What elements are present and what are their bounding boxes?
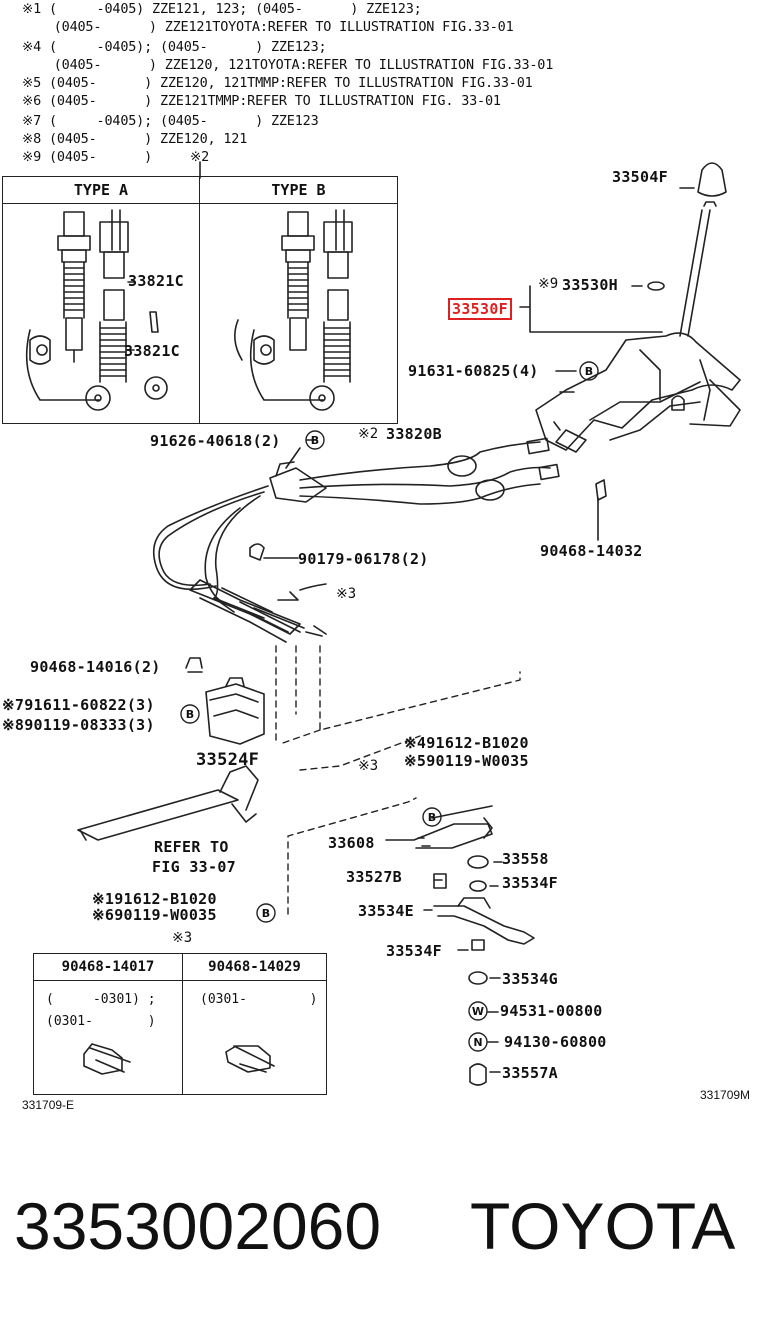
part-91626-label: 91626-40618(2) — [150, 432, 281, 450]
part-33821c-label-2: 33821C — [124, 342, 180, 360]
note-mark-2: ※2 — [190, 149, 210, 165]
refer-fig-label: FIG 33-07 — [152, 858, 236, 876]
note-mark-2-b: ※2 — [358, 426, 379, 442]
type-comparison-box: TYPE A TYPE B — [2, 176, 398, 424]
part-91612-b1020-label-a: ※191612-B1020 — [92, 890, 217, 908]
part-91611-label: ※791611-60822(3) — [2, 696, 155, 714]
figure-id-left: 331709-E — [22, 1098, 75, 1112]
clip-col2-header: 90468-14029 — [183, 954, 326, 981]
part-90468-14032-label: 90468-14032 — [540, 542, 643, 560]
part-94130-label: 94130-60800 — [504, 1033, 607, 1051]
note-7: ※7 ( -0405); (0405- ) ZZE123 — [22, 113, 319, 129]
circle-mark-w: W — [472, 1005, 484, 1018]
circle-mark-b-1: B — [585, 365, 593, 378]
type-a-cable-end — [25, 209, 168, 411]
part-33534e-label: 33534E — [358, 902, 414, 920]
note-6: ※6 (0405- ) ZZE121TMMP:REFER TO ILLUSTRA… — [22, 93, 501, 109]
note-5: ※5 (0405- ) ZZE120, 121TMMP:REFER TO ILL… — [22, 75, 533, 91]
note-1-cont: (0405- ) ZZE121TOYOTA:REFER TO ILLUSTRAT… — [22, 19, 514, 35]
clip-variant-table: 90468-14017 90468-14029 ( -0301) ; (0301… — [33, 953, 327, 1095]
shift-cables — [152, 437, 560, 643]
shift-lever-assembly — [535, 162, 741, 501]
circle-mark-b-5: B — [262, 907, 270, 920]
note-mark-3-b: ※3 — [358, 758, 379, 774]
circle-mark-b-3: B — [186, 708, 194, 721]
type-b-cable-end — [234, 209, 353, 411]
part-33608-label: 33608 — [328, 834, 375, 852]
part-33558-label: 33558 — [502, 850, 549, 868]
part-33530h-label: 33530H — [562, 276, 618, 294]
figure-id-right: 331709M — [700, 1088, 751, 1102]
part-33557a-label: 33557A — [502, 1064, 558, 1082]
refer-to-label: REFER TO — [154, 838, 229, 856]
note-4-cont: (0405- ) ZZE120, 121TOYOTA:REFER TO ILLU… — [22, 57, 554, 73]
part-33527b-label: 33527B — [346, 868, 402, 886]
footer-maker: TOYOTA — [470, 1189, 736, 1263]
part-33820b-label: 33820B — [386, 425, 442, 443]
type-a-header: TYPE A — [3, 177, 199, 204]
circle-mark-n: N — [473, 1036, 482, 1049]
clip-col1-header: 90468-14017 — [34, 954, 182, 981]
part-33504f-label: 33504F — [612, 168, 668, 186]
part-33530f-label-highlighted: 33530F — [448, 298, 512, 320]
note-9: ※9 (0405- ) — [22, 149, 153, 165]
type-box-divider — [199, 177, 200, 423]
circle-mark-b-2: B — [311, 434, 319, 447]
note-mark-3-a: ※3 — [336, 586, 357, 602]
part-90119-w0035-label-b: ※590119-W0035 — [404, 752, 529, 770]
note-4: ※4 ( -0405); (0405- ) ZZE123; — [22, 39, 327, 55]
clip-col1-line1: ( -0301) ; — [46, 992, 156, 1007]
clip-col2-line1: (0301- ) — [200, 992, 318, 1007]
part-33534f-label-b: 33534F — [386, 942, 442, 960]
part-33534f-label-a: 33534F — [502, 874, 558, 892]
part-90179-label: 90179-06178(2) — [298, 550, 429, 568]
footer-caption: 3353002060 TOYOTA — [0, 1188, 760, 1278]
part-94531-label: 94531-00800 — [500, 1002, 603, 1020]
part-33821c-label-1: 33821C — [128, 272, 184, 290]
part-91612-b1020-label-b: ※491612-B1020 — [404, 734, 529, 752]
type-b-header: TYPE B — [200, 177, 397, 204]
footer-part-number: 3353002060 — [14, 1189, 382, 1263]
clip-table-divider — [182, 954, 183, 1094]
part-33534g-label: 33534G — [502, 970, 558, 988]
note-mark-3-c: ※3 — [172, 930, 193, 946]
clip-col1-line2: (0301- ) — [46, 1014, 156, 1029]
part-91631-label: 91631-60825(4) — [408, 362, 539, 380]
part-90468-14016-label: 90468-14016(2) — [30, 658, 161, 676]
circle-mark-b-4: B — [428, 811, 436, 824]
note-1: ※1 ( -0405) ZZE121, 123; (0405- ) ZZE123… — [22, 1, 422, 17]
part-33524f-label: 33524F — [196, 750, 260, 770]
note-8: ※8 (0405- ) ZZE120, 121 — [22, 131, 248, 147]
part-90119-08333-label: ※890119-08333(3) — [2, 716, 155, 734]
note-mark-9: ※9 — [538, 276, 559, 292]
part-90119-w0035-label-a: ※690119-W0035 — [92, 906, 217, 924]
